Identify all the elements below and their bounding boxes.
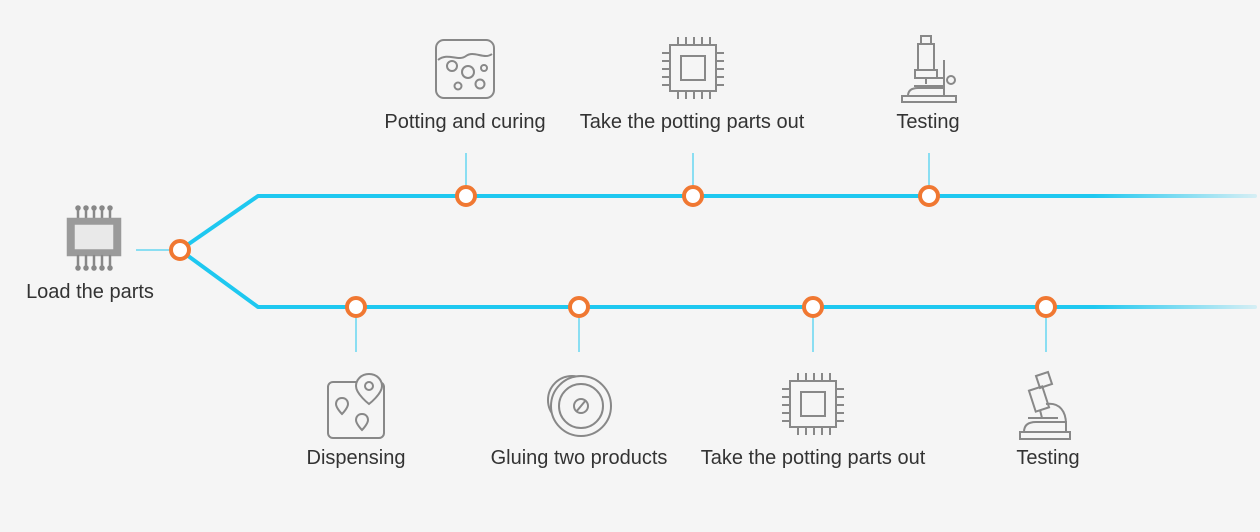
node-upper-2 [682,185,704,207]
step-label-upper-1: Potting and curing [384,111,546,133]
microchip-icon [782,373,844,435]
potting-container-icon [435,39,495,99]
node-upper-1 [455,185,477,207]
microscope-icon [1019,370,1071,440]
node-lower-1 [345,296,367,318]
step-label-lower-4: Testing [1016,447,1080,469]
microchip-icon [662,37,724,99]
flow-nodes [169,185,1057,318]
step-label-lower-2: Gluing two products [490,447,668,469]
step-label-upper-2: Take the potting parts out [579,111,805,133]
stacked-discs-icon [547,375,612,437]
branch-track-lower [178,248,1257,309]
microscope-icon [901,35,957,103]
step-label-upper-3: Testing [896,111,960,133]
node-start [169,239,191,261]
step-label-lower-3: Take the potting parts out [700,447,926,469]
branch-track-upper [178,194,1257,252]
node-lower-3 [802,296,824,318]
node-lower-2 [568,296,590,318]
node-lower-4 [1035,296,1057,318]
node-upper-3 [918,185,940,207]
connector-stems [136,153,1047,352]
flow-tracks [178,194,1257,309]
chip-with-pins-icon [66,205,122,271]
step-label-lower-1: Dispensing [306,447,406,469]
step-label-load-parts: Load the parts [26,281,154,303]
map-pin-icon [327,372,385,439]
